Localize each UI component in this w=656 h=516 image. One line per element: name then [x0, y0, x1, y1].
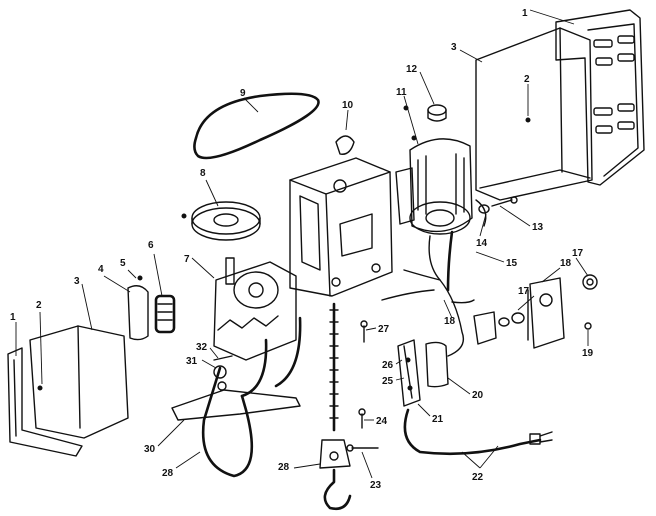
part-hook — [319, 439, 352, 511]
part-cords — [381, 230, 475, 357]
part-power-cord — [403, 408, 553, 456]
callout-13: 13 — [532, 222, 544, 233]
part-cover-left — [29, 325, 129, 439]
callout-25: 25 — [382, 376, 394, 387]
part-capacitor — [403, 104, 447, 141]
callout-7: 7 — [184, 254, 190, 265]
callout-labels: 1 3 2 12 11 13 14 10 9 8 15 18 17 17 18 … — [10, 8, 594, 491]
callout-20: 20 — [472, 390, 484, 401]
callout-1-left: 1 — [10, 312, 16, 323]
callout-22: 22 — [472, 472, 484, 483]
callout-24: 24 — [376, 416, 388, 427]
callout-17-mid: 17 — [518, 286, 530, 297]
callout-15: 15 — [506, 258, 518, 269]
part-cover-top — [475, 27, 593, 201]
part-cover-frame-top — [555, 9, 645, 186]
callout-28-chain: 28 — [162, 468, 174, 479]
callout-21: 21 — [432, 414, 444, 425]
callout-2-top: 2 — [524, 74, 530, 85]
callout-18-left: 18 — [444, 316, 456, 327]
part-pulley — [181, 201, 261, 241]
callout-31: 31 — [186, 356, 198, 367]
part-belt — [193, 92, 320, 160]
callout-3-left: 3 — [74, 276, 80, 287]
part-limit-switch — [473, 274, 598, 349]
callout-1-top: 1 — [522, 8, 528, 19]
callout-32: 32 — [196, 342, 208, 353]
callout-23: 23 — [370, 480, 382, 491]
callout-6: 6 — [148, 240, 154, 251]
callout-28-hook: 28 — [278, 462, 290, 473]
callout-30: 30 — [144, 444, 156, 455]
leader-lines — [15, 9, 589, 479]
part-housing — [289, 135, 393, 297]
callout-19: 19 — [582, 348, 594, 359]
callout-4: 4 — [98, 264, 104, 275]
callout-2-left: 2 — [36, 300, 42, 311]
part-hand-chain — [201, 316, 302, 478]
part-switch-box — [397, 339, 449, 407]
part-screws — [346, 320, 379, 452]
part-load-chain — [329, 302, 339, 432]
callout-8: 8 — [200, 168, 206, 179]
callout-5: 5 — [120, 258, 126, 269]
callout-26: 26 — [382, 360, 394, 371]
callout-11: 11 — [396, 87, 407, 98]
part-motor — [395, 138, 487, 235]
callout-9: 9 — [240, 88, 246, 99]
callout-3-top: 3 — [451, 42, 457, 53]
callout-27: 27 — [378, 324, 390, 335]
part-chain-guide — [171, 355, 301, 421]
callout-10: 10 — [342, 100, 354, 111]
part-screw-washer — [478, 196, 518, 214]
callout-12: 12 — [406, 64, 418, 75]
part-gearbox — [213, 257, 297, 361]
callout-18-right: 18 — [560, 258, 572, 269]
callout-14: 14 — [476, 238, 488, 249]
callout-17-top: 17 — [572, 248, 584, 259]
part-frame-left — [7, 347, 83, 457]
part-cord-holder — [127, 275, 176, 341]
